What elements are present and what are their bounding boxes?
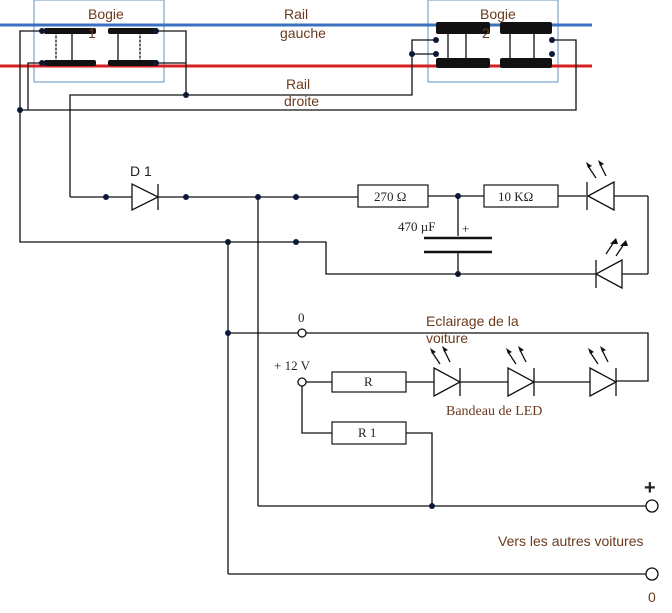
lighting-title-line2: voiture — [426, 330, 468, 346]
capacitor-label: 470 µF — [398, 219, 435, 234]
bogie-2-title: Bogie — [480, 6, 516, 22]
terminal-zero-lighting[interactable] — [297, 328, 307, 338]
led-strip-branch — [297, 346, 618, 398]
bogie-1-title: Bogie — [88, 6, 124, 22]
capacitor-470 — [424, 196, 492, 277]
rail-left-label-line2: gauche — [280, 25, 326, 41]
resistor-270-label: 270 Ω — [374, 189, 406, 204]
rail-right-label-line2: droite — [284, 93, 319, 109]
led-strip-label: Bandeau de LED — [446, 404, 542, 419]
terminal-plus-output[interactable] — [645, 499, 659, 513]
lighting-zero-line — [225, 328, 649, 382]
resistor-10k-label: 10 KΩ — [498, 189, 533, 204]
bogie-2-number: 2 — [482, 25, 490, 41]
bogie-2-wheels — [433, 22, 555, 68]
terminal-12v-label: + 12 V — [274, 358, 311, 373]
rail-right-label-line1: Rail — [286, 76, 310, 92]
diode-label: D 1 — [130, 163, 152, 179]
bogie-1-number: 1 — [88, 25, 96, 41]
output-lines — [228, 499, 659, 581]
bogie-1-frame — [33, 0, 165, 83]
resistor-r-label: R — [364, 374, 373, 389]
return-line — [19, 110, 596, 275]
diode-d1-symbol — [131, 182, 160, 212]
output-plus-label: + — [644, 477, 656, 499]
lighting-zero-label: 0 — [298, 310, 305, 325]
led-indicator-1 — [586, 160, 649, 274]
pickup-wiring — [17, 30, 577, 197]
bogie-1-wheels — [39, 28, 159, 66]
led-indicator-2 — [594, 238, 648, 290]
r1-branch — [301, 386, 433, 506]
diode-line — [70, 182, 358, 212]
rail-left-label-line1: Rail — [284, 6, 308, 22]
terminal-zero-output[interactable] — [645, 567, 659, 581]
output-caption: Vers les autres voitures — [498, 533, 644, 549]
lighting-title-line1: Eclairage de la — [426, 313, 519, 329]
bogie-2-frame — [427, 0, 559, 83]
terminal-12v[interactable] — [297, 377, 307, 387]
output-zero-label: 0 — [648, 589, 656, 605]
resistor-r1-label: R 1 — [358, 425, 376, 440]
capacitor-polarity: + — [462, 221, 469, 236]
